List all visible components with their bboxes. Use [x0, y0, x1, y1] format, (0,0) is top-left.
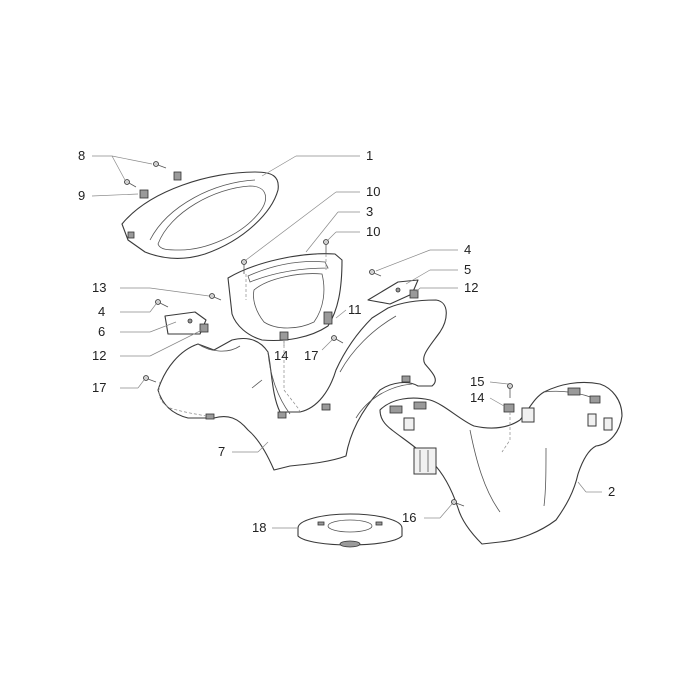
- clip-icon: [409, 289, 419, 299]
- clip-icon: [323, 311, 333, 325]
- screw-icon: [124, 179, 137, 188]
- callout-14: 14: [274, 348, 288, 363]
- screw-icon: [155, 299, 169, 308]
- callout-4: 4: [464, 242, 471, 257]
- callout-2: 2: [608, 484, 615, 499]
- callout-10: 10: [366, 224, 380, 239]
- part-7-front-handlebar-cover: [157, 299, 447, 471]
- callout-13: 13: [92, 280, 106, 295]
- clip-icon: [173, 171, 182, 181]
- screw-icon: [451, 499, 465, 507]
- callout-11: 11: [348, 302, 362, 317]
- callout-12: 12: [464, 280, 478, 295]
- leader-lines: [91, 155, 602, 529]
- part-5-bracket: [367, 279, 419, 305]
- callout-16: 16: [402, 510, 416, 525]
- callout-1: 1: [366, 148, 373, 163]
- callout-3: 3: [366, 204, 373, 219]
- callout-6: 6: [98, 324, 105, 339]
- callout-4: 4: [98, 304, 105, 319]
- callout-10: 10: [366, 184, 380, 199]
- callout-17: 17: [92, 380, 106, 395]
- callout-14: 14: [470, 390, 484, 405]
- callout-15: 15: [470, 374, 484, 389]
- clip-icon: [199, 323, 209, 333]
- screw-icon: [209, 293, 222, 301]
- part-3-speedometer-frame: [227, 253, 343, 341]
- callout-5: 5: [464, 262, 471, 277]
- callout-labels: 1 2 3 4 4 5 6 7 8 9 10 10 11 12 12 13 14…: [78, 148, 615, 535]
- screw-icon: [331, 335, 344, 344]
- screw-icon: [507, 383, 513, 398]
- screw-icon: [323, 239, 329, 254]
- clip-icon: [503, 403, 515, 413]
- screw-icon: [153, 161, 167, 169]
- screw-icon: [143, 375, 157, 383]
- callout-12: 12: [92, 348, 106, 363]
- callout-8: 8: [78, 148, 85, 163]
- clip-icon: [139, 189, 149, 199]
- callout-9: 9: [78, 188, 85, 203]
- callout-17: 17: [304, 348, 318, 363]
- part-18-round-cap: [297, 513, 403, 548]
- screw-icon: [369, 269, 382, 277]
- hidden-lines: [158, 254, 511, 453]
- fasteners: [124, 161, 515, 507]
- part-2-rear-handlebar-cover: [379, 381, 623, 545]
- part-1-instrument-cover: [121, 171, 279, 260]
- screw-icon: [241, 259, 247, 274]
- clip-icon: [279, 331, 289, 341]
- callout-7: 7: [218, 444, 225, 459]
- callout-18: 18: [252, 520, 266, 535]
